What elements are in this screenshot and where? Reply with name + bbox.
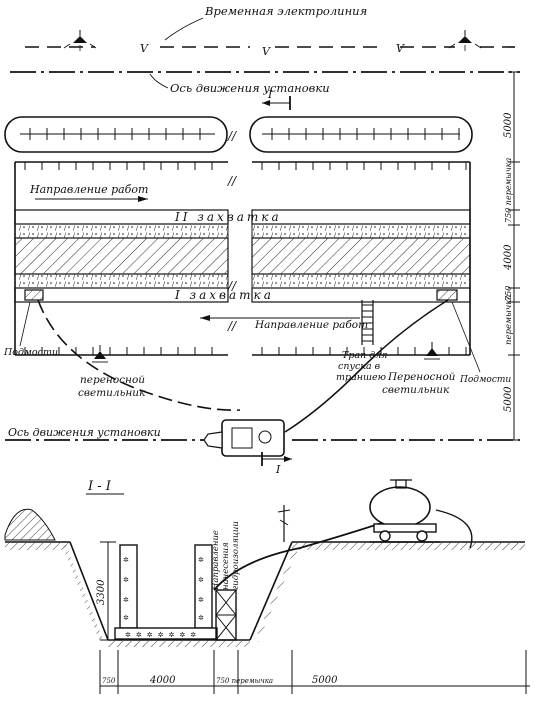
- break-mark: // // // //: [227, 129, 238, 333]
- svg-text://: //: [227, 319, 238, 333]
- axis-line-bottom: Ось движения установки: [5, 426, 520, 441]
- lamp-icon: [448, 30, 482, 51]
- svg-text:Переносной: Переносной: [387, 371, 456, 383]
- line-marker-1: V: [140, 42, 149, 55]
- dim-right-peremychka: перемычка: [504, 295, 514, 345]
- dim-bottom-750-left: 750: [102, 677, 116, 685]
- trench-slope-right: [249, 541, 293, 641]
- ladder-label: Трап для спуска в траншею: [336, 350, 388, 383]
- scaffold-left: [24, 289, 44, 301]
- svg-text:спуска в: спуска в: [338, 361, 381, 372]
- section-title: I - I: [87, 479, 112, 494]
- dim-bottom-5000: 5000: [312, 675, 338, 686]
- hose-section: [213, 521, 386, 591]
- svg-text:светильник: светильник: [382, 384, 450, 396]
- temp-power-line: V V V Временная электролиния: [25, 4, 515, 58]
- wall-panel-right: ✲ ✲ ✲ ✲: [194, 544, 213, 629]
- grip-2-label: II захватка: [174, 210, 282, 224]
- dim-right-750-bottom: 750: [504, 286, 513, 301]
- svg-text:✲: ✲: [198, 596, 204, 604]
- section-mark-bottom: I: [261, 452, 292, 476]
- spray-unit-plan: [203, 419, 285, 457]
- grip-1-label: I захватка: [174, 288, 274, 302]
- pipe-ticks: [29, 128, 460, 140]
- svg-text:✲: ✲: [123, 596, 129, 604]
- dim-right-750-top: 750 перемычка: [504, 158, 513, 223]
- dimension-chain-right: 5000 750 перемычка 4000 750 перемычка 50…: [503, 71, 520, 441]
- svg-text:нанесения: нанесения: [221, 542, 231, 590]
- trench-bottom-hatch: [108, 641, 250, 647]
- dim-bottom-4000: 4000: [149, 675, 176, 686]
- pipe-run-left: [4, 116, 228, 153]
- svg-text:траншею: траншею: [336, 372, 386, 383]
- svg-text:Направление: Направление: [211, 530, 221, 591]
- work-direction-top-label: Направление работ: [29, 183, 148, 196]
- slope-hatch-right: [254, 545, 300, 642]
- axis-line-top: Ось движения установки: [10, 71, 520, 95]
- soil-pile: [4, 508, 56, 541]
- svg-text:✲: ✲: [123, 556, 129, 564]
- svg-text:✲: ✲: [198, 614, 204, 622]
- dimension-chain-bottom: 750 4000 750 перемычка 5000: [99, 650, 530, 694]
- dim-bottom-750-right: 750 перемычка: [216, 677, 273, 685]
- hose-right: [284, 299, 449, 433]
- scaffold-label-left: Подмости: [3, 347, 58, 358]
- axis-top-label: Ось движения установки: [170, 81, 330, 95]
- svg-text://: //: [227, 174, 238, 188]
- dim-right-4000: 4000: [503, 244, 514, 271]
- pipe-run-right: [249, 116, 473, 153]
- svg-text:✲: ✲: [123, 576, 129, 584]
- work-direction-top: Направление работ: [29, 183, 148, 202]
- portable-lamp-label-right: Переносной светильник: [382, 371, 456, 396]
- dimension-depth: 3300: [96, 541, 116, 641]
- trench-plan: [14, 161, 471, 356]
- portable-lamp-label-left: переносной светильник: [78, 374, 146, 399]
- floor-slab: ✲✲✲✲✲✲✲: [114, 627, 218, 640]
- svg-text:гидроизоляции: гидроизоляции: [231, 521, 241, 590]
- line-marker-3: V: [396, 42, 405, 55]
- scaffold-section: [215, 589, 237, 641]
- svg-text:✲✲✲✲✲✲✲: ✲✲✲✲✲✲✲: [125, 631, 201, 639]
- operator-icon: [277, 505, 291, 542]
- temp-power-line-label: Временная электролиния: [204, 4, 367, 18]
- axis-bottom-label: Ось движения установки: [8, 426, 161, 439]
- section-mark-bottom-label: I: [275, 463, 281, 476]
- hose-left: [37, 299, 241, 411]
- section-mark-top-label: I: [267, 88, 273, 101]
- wall-panel-left: ✲ ✲ ✲ ✲: [119, 544, 138, 629]
- tank-truck-icon: [369, 479, 440, 543]
- svg-text:переносной: переносной: [80, 374, 145, 386]
- svg-text:Трап для: Трап для: [342, 350, 388, 361]
- portable-lamp-icon: [424, 342, 440, 360]
- work-direction-bottom: Направление работ: [200, 315, 368, 331]
- ladder: [361, 300, 374, 345]
- dim-depth-3300: 3300: [96, 579, 107, 605]
- svg-text:✲: ✲: [198, 556, 204, 564]
- spray-direction-label: Направление нанесения гидроизоляции: [211, 521, 241, 591]
- svg-text:светильник: светильник: [78, 387, 146, 399]
- svg-text://: //: [227, 129, 238, 143]
- scaffold-label-right: Подмости: [459, 375, 511, 385]
- tank-hose: [435, 509, 473, 549]
- work-direction-bottom-label: Направление работ: [254, 319, 368, 331]
- slope-hatch-left: [62, 545, 104, 642]
- ground-surface: [5, 541, 525, 550]
- lamp-icon: [63, 30, 97, 51]
- svg-text:✲: ✲: [198, 576, 204, 584]
- svg-text:✲: ✲: [123, 614, 129, 622]
- dim-right-5000-bottom: 5000: [503, 386, 514, 412]
- line-marker-2: V: [262, 45, 271, 58]
- svg-text://: //: [227, 279, 238, 293]
- scaffold-right: [436, 289, 458, 301]
- trench-slope-left: [69, 541, 109, 641]
- portable-lamp-icon: [92, 345, 108, 363]
- dim-right-5000-top: 5000: [503, 112, 514, 138]
- section-mark-top: I: [262, 88, 291, 110]
